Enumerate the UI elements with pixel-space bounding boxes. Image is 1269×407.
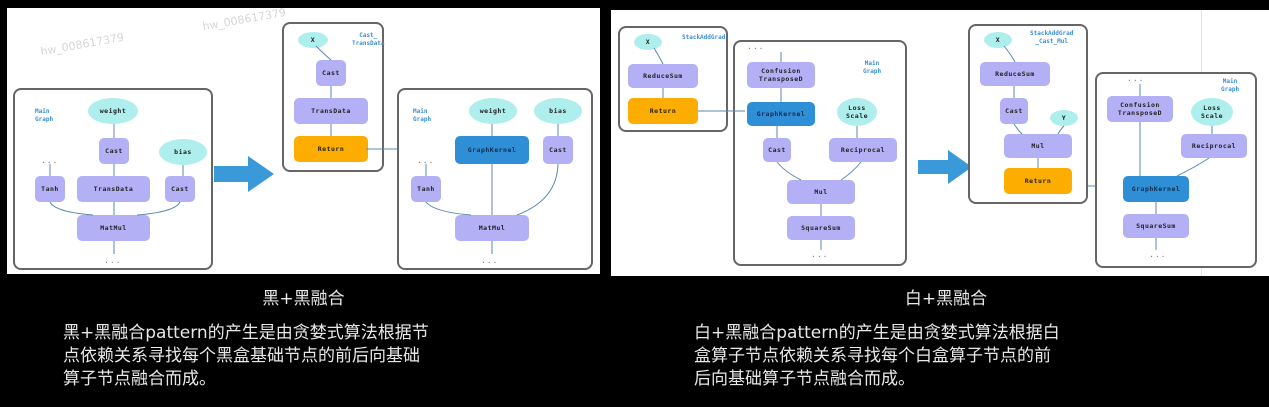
squaresum-node: SquareSum — [1123, 214, 1189, 238]
weight-input-node: weight — [88, 98, 138, 124]
lossscale-input-node: Loss Scale — [837, 98, 877, 126]
return-node: Return — [1004, 168, 1072, 194]
ellipsis: ... — [481, 256, 499, 265]
transdata-node: TransData — [294, 98, 368, 124]
reducesum-node: ReduceSum — [628, 64, 698, 88]
main-graph-after-box: Main Graph ... Confusion TransposeD Loss… — [1095, 72, 1257, 268]
left-caption: 黑+黑融合 — [262, 289, 345, 309]
tanh-node: Tanh — [411, 176, 441, 202]
watermark: hw_008617379 — [39, 30, 125, 59]
mul-node: Mul — [1004, 134, 1072, 158]
cast-node: Cast — [1000, 98, 1028, 124]
return-node: Return — [628, 98, 698, 124]
cast-node: Cast — [543, 136, 573, 164]
bias-input-node: bias — [534, 98, 582, 124]
bias-input-node: bias — [159, 139, 207, 165]
matmul-node: MatMul — [455, 215, 529, 241]
right-caption: 白+黑融合 — [904, 289, 988, 309]
description-line: 盒算子节点依赖关系寻找每个白盒算子节点的前 — [694, 346, 1051, 366]
x-input-node: X — [298, 32, 328, 48]
ellipsis: ... — [41, 156, 59, 165]
reciprocal-node: Reciprocal — [829, 138, 897, 162]
main-graph-label: Main Graph — [863, 60, 882, 75]
graphkernel-node: GraphKernel — [455, 136, 529, 164]
cast-transdata-subgraph-box: Cast_ TransData X Cast TransData Return — [282, 22, 385, 172]
ellipsis: ... — [811, 250, 829, 259]
confusion-transposed-node: Confusion TransposeD — [747, 62, 815, 88]
ellipsis: ... — [104, 256, 122, 265]
main-graph-before-box: Main Graph weight Cast bias ... Tanh Tra… — [13, 88, 213, 270]
ellipsis: ... — [1127, 74, 1145, 83]
black-black-fusion-diagram: hw_008617379 hw_008617379 Main Graph wei… — [7, 5, 600, 274]
confusion-transposed-node: Confusion TransposeD — [1107, 96, 1173, 122]
stackaddgrad-subgraph-box: StackAddGrad X ReduceSum Return — [618, 26, 728, 132]
lossscale-input-node: Loss Scale — [1191, 98, 1233, 126]
return-node: Return — [294, 136, 368, 162]
matmul-node: MatMul — [77, 215, 150, 241]
left-description: 黑+黑融合pattern的产生是由贪婪式算法根据节 点依赖关系寻找每个黑盒基础节… — [63, 322, 429, 391]
reciprocal-node: Reciprocal — [1181, 134, 1247, 158]
graphkernel-node: GraphKernel — [747, 102, 815, 126]
white-black-fusion-diagram: StackAddGrad X ReduceSum Return Main Gra… — [611, 10, 1269, 276]
subgraph-label: Cast_ TransData — [352, 32, 385, 47]
graphkernel-node: GraphKernel — [1123, 176, 1189, 202]
cast-node: Cast — [165, 176, 195, 202]
x-input-node: X — [984, 32, 1012, 48]
transdata-node: TransData — [77, 176, 150, 202]
right-description: 白+黑融合pattern的产生是由贪婪式算法根据白 盒算子节点依赖关系寻找每个白… — [694, 322, 1060, 391]
description-line: 黑+黑融合pattern的产生是由贪婪式算法根据节 — [63, 323, 429, 343]
ellipsis: ... — [417, 156, 435, 165]
tanh-node: Tanh — [35, 176, 65, 202]
y-input-node: Y — [1050, 110, 1078, 126]
ellipsis: ... — [1149, 250, 1167, 259]
transform-arrow-icon — [918, 150, 972, 184]
description-line: 后向基础算子节点融合而成。 — [694, 369, 915, 389]
ellipsis: ... — [747, 42, 765, 51]
cast-node: Cast — [99, 138, 129, 164]
subgraph-label: StackAddGrad _Cast_Mul — [1030, 30, 1074, 45]
stackaddgrad-cast-mul-subgraph-box: StackAddGrad _Cast_Mul X ReduceSum Cast … — [968, 24, 1088, 204]
main-graph-label: Main Graph — [413, 108, 432, 123]
weight-input-node: weight — [469, 98, 517, 124]
main-graph-label: Main Graph — [1221, 78, 1240, 93]
main-graph-label: Main Graph — [35, 108, 54, 123]
subgraph-label: StackAddGrad — [682, 34, 726, 41]
watermark: hw_008617379 — [201, 5, 287, 34]
description-line: 白+黑融合pattern的产生是由贪婪式算法根据白 — [694, 323, 1060, 343]
description-line: 算子节点融合而成。 — [63, 369, 216, 389]
squaresum-node: SquareSum — [787, 216, 855, 240]
main-graph-before-box: Main Graph ... Confusion TransposeD Grap… — [733, 40, 907, 266]
transform-arrow-icon — [214, 156, 274, 192]
cast-node: Cast — [316, 60, 346, 86]
cast-node: Cast — [763, 138, 791, 162]
reducesum-node: ReduceSum — [980, 62, 1050, 86]
x-input-node: X — [634, 34, 662, 50]
mul-node: Mul — [787, 180, 855, 204]
description-line: 点依赖关系寻找每个黑盒基础节点的前后向基础 — [63, 346, 420, 366]
main-graph-after-box: Main Graph weight bias GraphKernel Cast … — [397, 88, 593, 270]
